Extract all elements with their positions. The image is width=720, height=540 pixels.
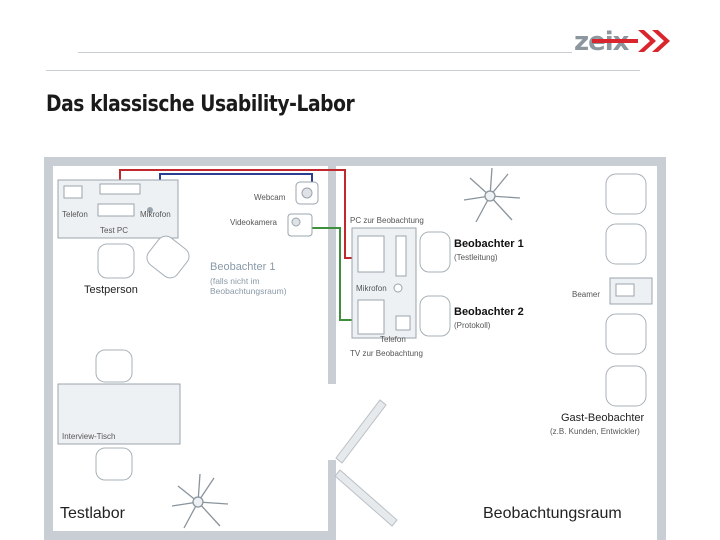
label-beobachter2-note: (Protokoll)	[454, 321, 491, 330]
label-interview-tisch: Interview-Tisch	[62, 432, 116, 441]
plant-icon	[171, 473, 229, 529]
label-beobachter1-note: (Testleitung)	[454, 253, 498, 262]
label-gast-beobachter: Gast-Beobachter	[561, 412, 645, 424]
testperson-chairs	[97, 235, 190, 279]
phone-icon	[63, 185, 83, 199]
zeix-logo: zeix	[574, 28, 670, 54]
observation-desk	[351, 227, 417, 339]
room-label-testlabor: Testlabor	[60, 505, 125, 522]
microphone-icon	[147, 207, 153, 213]
logo-arrow-icon	[592, 30, 670, 52]
guest-chairs	[605, 173, 647, 407]
chair-icon	[146, 235, 190, 279]
chair-icon	[605, 223, 647, 265]
label-webcam: Webcam	[254, 193, 286, 202]
label-beobachter2: Beobachter 2	[454, 306, 524, 318]
label-beamer: Beamer	[572, 290, 601, 299]
chair-icon	[605, 365, 647, 407]
label-beobachter1: Beobachter 1	[454, 238, 524, 250]
header-rule-top	[78, 52, 572, 53]
webcam-icon	[295, 181, 319, 205]
label-gast-note: (z.B. Kunden, Entwickler)	[550, 427, 640, 436]
keyboard-icon	[97, 203, 135, 217]
slide-title: Das klassische Usability-Labor	[46, 92, 355, 117]
chair-icon	[95, 349, 133, 383]
monitor-icon	[99, 183, 141, 195]
chair-icon	[95, 447, 133, 481]
plant-icon	[463, 167, 521, 223]
label-pc-beobachtung: PC zur Beobachtung	[350, 216, 424, 225]
label-videokamera: Videokamera	[230, 218, 277, 227]
label-beobachter1-note2: Beobachtungsraum)	[210, 286, 287, 296]
cables	[119, 169, 352, 321]
test-pc-desk	[57, 179, 179, 239]
keyboard-icon	[395, 235, 407, 277]
phone-icon	[395, 315, 411, 331]
chair-icon	[605, 173, 647, 215]
chair-icon	[97, 243, 135, 279]
label-test-pc: Test PC	[100, 226, 129, 235]
videocamera-icon	[287, 213, 313, 237]
chair-icon	[605, 313, 647, 355]
beamer-icon	[609, 277, 653, 305]
monitor-icon	[357, 235, 385, 273]
label-beobachter1-gray: Beobachter 1	[210, 261, 276, 273]
label-mikrofon-right: Mikrofon	[356, 284, 387, 293]
observer-chairs	[419, 231, 451, 337]
label-mikrofon-left: Mikrofon	[140, 210, 171, 219]
header-rule-bottom	[46, 70, 640, 71]
door	[334, 399, 398, 527]
walls	[44, 157, 666, 540]
label-testperson: Testperson	[84, 284, 138, 296]
label-telefon-right: Telefon	[380, 335, 406, 344]
label-telefon-left: Telefon	[62, 210, 88, 219]
room-label-beobachtungsraum: Beobachtungsraum	[483, 505, 622, 522]
label-beobachter1-note1: (falls nicht im	[210, 276, 260, 286]
chair-icon	[419, 231, 451, 273]
monitor-icon	[357, 299, 385, 335]
label-tv-beobachtung: TV zur Beobachtung	[350, 349, 423, 358]
microphone-icon	[393, 283, 403, 293]
chair-icon	[419, 295, 451, 337]
interview-desk	[57, 349, 181, 481]
